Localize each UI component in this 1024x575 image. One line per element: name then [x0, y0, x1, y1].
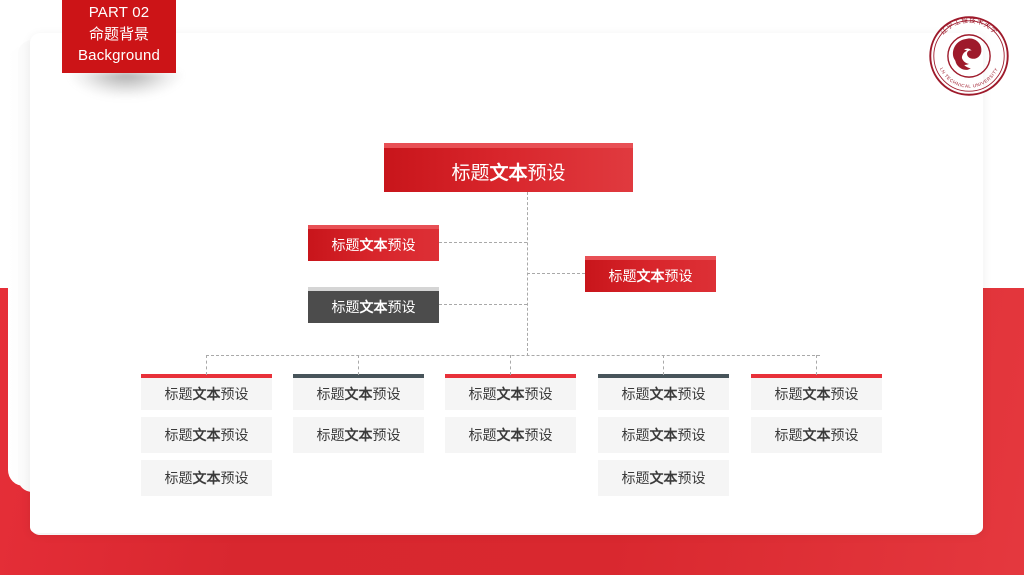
leaf-item-text: 标题文本预设: [468, 427, 553, 443]
leaf-item-text: 标题文本预设: [316, 427, 401, 443]
leaf-item[interactable]: 标题文本预设: [598, 417, 729, 453]
svg-text:辽宁工程技术大学: 辽宁工程技术大学: [939, 15, 1000, 36]
connector-trunk-vertical: [527, 192, 528, 356]
leaf-item[interactable]: 标题文本预设: [751, 374, 882, 410]
leaf-item-text: 标题文本预设: [164, 470, 249, 486]
connector-branch-right-node: [527, 273, 585, 274]
leaf-item-text: 标题文本预设: [621, 386, 706, 402]
leaf-item-text: 标题文本预设: [468, 386, 553, 402]
leaf-item[interactable]: 标题文本预设: [141, 374, 272, 410]
university-seal-logo: 辽宁工程技术大学 LN TECHNICAL UNIVERSITY: [925, 12, 1013, 100]
leaf-column-1: 标题文本预设标题文本预设标题文本预设: [141, 374, 272, 503]
leaf-item-text: 标题文本预设: [621, 470, 706, 486]
connector-drop-col-5: [816, 355, 817, 375]
leaf-item[interactable]: 标题文本预设: [751, 417, 882, 453]
connector-drop-col-2: [358, 355, 359, 375]
leaf-item[interactable]: 标题文本预设: [141, 460, 272, 496]
part-label-shadow: [70, 72, 182, 98]
leaf-item-text: 标题文本预设: [316, 386, 401, 402]
node-level2-gray[interactable]: 标题文本预设: [308, 287, 439, 323]
part-label: PART 02 命题背景 Background: [62, 0, 176, 73]
connector-bottom-bus: [206, 355, 820, 356]
node-level2-red[interactable]: 标题文本预设: [308, 225, 439, 261]
leaf-item-text: 标题文本预设: [774, 386, 859, 402]
leaf-column-4: 标题文本预设标题文本预设标题文本预设: [598, 374, 729, 503]
connector-drop-col-1: [206, 355, 207, 375]
leaf-item[interactable]: 标题文本预设: [598, 460, 729, 496]
leaf-item[interactable]: 标题文本预设: [445, 417, 576, 453]
leaf-item-text: 标题文本预设: [621, 427, 706, 443]
node-main-title[interactable]: 标题文本预设: [384, 143, 633, 192]
leaf-item-text: 标题文本预设: [774, 427, 859, 443]
node-main-title-text: 标题文本预设: [451, 162, 566, 184]
part-label-line2: 命题背景: [88, 25, 149, 43]
node-level2-red-text: 标题文本预设: [331, 237, 416, 253]
leaf-item[interactable]: 标题文本预设: [293, 417, 424, 453]
part-label-line1: PART 02: [88, 3, 150, 21]
connector-branch-level2-gray: [439, 304, 527, 305]
connector-drop-col-3: [510, 355, 511, 375]
leaf-item[interactable]: 标题文本预设: [141, 417, 272, 453]
leaf-column-2: 标题文本预设标题文本预设: [293, 374, 424, 460]
node-right-red-text: 标题文本预设: [608, 268, 693, 284]
leaf-column-5: 标题文本预设标题文本预设: [751, 374, 882, 460]
leaf-item[interactable]: 标题文本预设: [293, 374, 424, 410]
leaf-item[interactable]: 标题文本预设: [598, 374, 729, 410]
part-label-line3: Background: [77, 47, 161, 65]
connector-drop-col-4: [663, 355, 664, 375]
connector-branch-level2-red: [439, 242, 527, 243]
node-right-red[interactable]: 标题文本预设: [585, 256, 716, 292]
leaf-column-3: 标题文本预设标题文本预设: [445, 374, 576, 460]
leaf-item[interactable]: 标题文本预设: [445, 374, 576, 410]
node-level2-gray-text: 标题文本预设: [331, 299, 416, 315]
leaf-item-text: 标题文本预设: [164, 427, 249, 443]
leaf-item-text: 标题文本预设: [164, 386, 249, 402]
